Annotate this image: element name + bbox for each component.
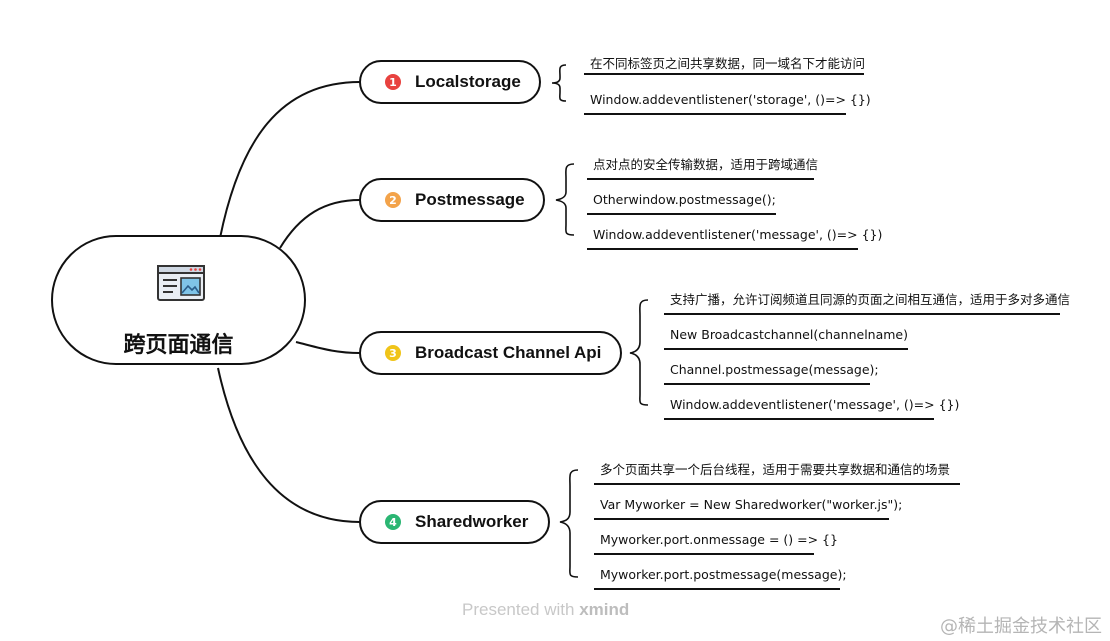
leaf-3-4[interactable]: Window.addeventlistener('message', ()=> … bbox=[670, 397, 960, 412]
leaf-2-2[interactable]: Otherwindow.postmessage(); bbox=[593, 192, 776, 207]
badge-2: 2 bbox=[385, 192, 401, 208]
branch-sharedworker[interactable]: 4 Sharedworker bbox=[359, 500, 550, 544]
branch-label: Postmessage bbox=[415, 190, 525, 209]
branch-label: Broadcast Channel Api bbox=[415, 343, 602, 362]
branch-label: Localstorage bbox=[415, 72, 521, 91]
branch-localstorage[interactable]: 1 Localstorage bbox=[359, 60, 541, 104]
leaf-1-2[interactable]: Window.addeventlistener('storage', ()=> … bbox=[590, 92, 871, 107]
connector-central-branch-2 bbox=[279, 199, 361, 249]
brace-branch-3 bbox=[629, 299, 649, 406]
brace-branch-2 bbox=[555, 163, 575, 236]
leaf-2-1[interactable]: 点对点的安全传输数据，适用于跨域通信 bbox=[593, 157, 819, 172]
site-watermark: @稀土掘金技术社区 bbox=[940, 616, 1102, 637]
presented-with-text: Presented with bbox=[462, 600, 575, 619]
leaf-3-3[interactable]: Channel.postmessage(message); bbox=[670, 362, 879, 377]
leaf-3-2[interactable]: New Broadcastchannel(channelname) bbox=[670, 327, 908, 342]
leaf-4-2[interactable]: Var Myworker = New Sharedworker("worker.… bbox=[600, 497, 903, 512]
connector-central-branch-4 bbox=[217, 367, 361, 523]
connector-central-branch-1 bbox=[219, 81, 361, 239]
central-title: 跨页面通信 bbox=[123, 333, 234, 358]
leaf-4-3[interactable]: Myworker.port.onmessage = () => {} bbox=[600, 532, 838, 547]
connector-central-branch-3 bbox=[295, 341, 361, 354]
badge-4: 4 bbox=[385, 514, 401, 530]
brace-branch-4 bbox=[559, 469, 579, 578]
badge-3: 3 bbox=[385, 345, 401, 361]
branch-label: Sharedworker bbox=[415, 512, 529, 531]
branch-postmessage[interactable]: 2 Postmessage bbox=[359, 178, 545, 222]
leaf-2-3[interactable]: Window.addeventlistener('message', ()=> … bbox=[593, 227, 883, 242]
brace-branch-1 bbox=[551, 64, 567, 102]
badge-1: 1 bbox=[385, 74, 401, 90]
leaf-3-1[interactable]: 支持广播，允许订阅频道且同源的页面之间相互通信，适用于多对多通信 bbox=[670, 292, 1071, 307]
xmind-brand: xmind bbox=[579, 600, 630, 619]
browser-window-icon bbox=[157, 265, 205, 301]
leaf-1-1[interactable]: 在不同标签页之间共享数据，同一域名下才能访问 bbox=[590, 56, 866, 71]
leaf-4-4[interactable]: Myworker.port.postmessage(message); bbox=[600, 567, 847, 582]
leaf-4-1[interactable]: 多个页面共享一个后台线程，适用于需要共享数据和通信的场景 bbox=[600, 462, 951, 477]
central-topic[interactable]: 跨页面通信 bbox=[51, 235, 306, 365]
branch-broadcast-channel-api[interactable]: 3 Broadcast Channel Api bbox=[359, 331, 622, 375]
presented-with-watermark: Presented with xmind bbox=[462, 600, 629, 620]
